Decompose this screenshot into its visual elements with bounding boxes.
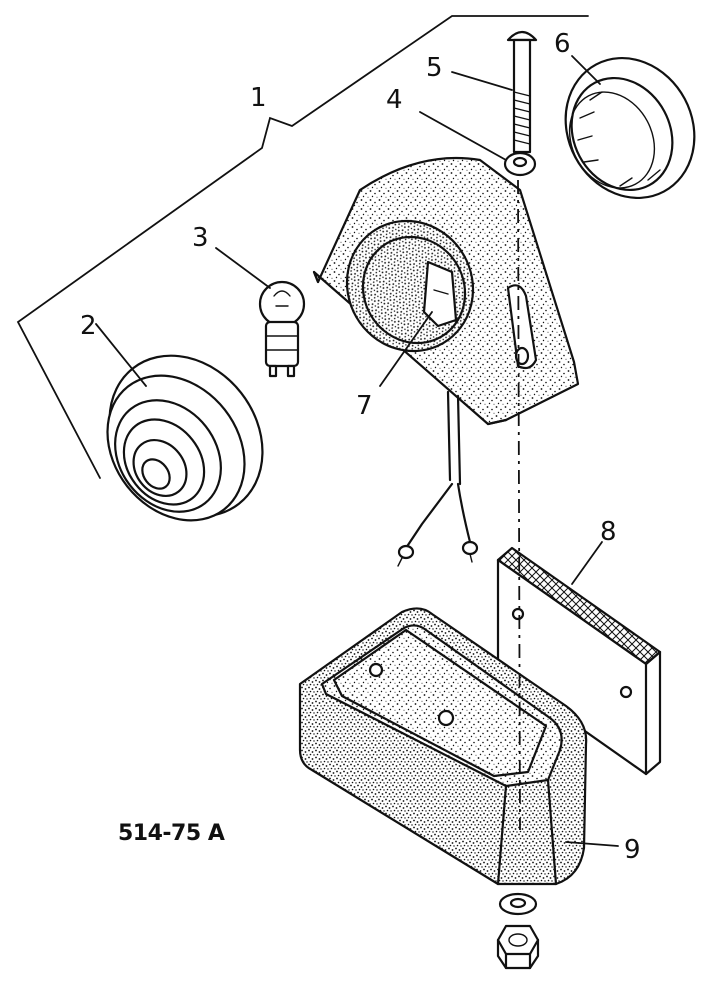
base-washer <box>498 892 538 916</box>
callout-7: 7 <box>356 391 373 421</box>
figure-reference: 514-75 A <box>118 821 225 846</box>
callout-1: 1 <box>250 83 267 113</box>
assembly-axis-line <box>517 179 521 831</box>
part-9-base <box>298 607 588 886</box>
base-nut <box>496 924 540 970</box>
callout-2: 2 <box>80 311 97 341</box>
callout-6: 6 <box>554 29 571 59</box>
callout-9: 9 <box>624 835 641 865</box>
callout-3: 3 <box>192 223 209 253</box>
part-8-reflector <box>496 546 662 776</box>
callout-5: 5 <box>426 53 443 83</box>
wiring-cable <box>397 390 479 567</box>
part-5-bolt <box>506 30 538 154</box>
leader-lines <box>95 55 619 847</box>
callout-4: 4 <box>386 85 403 115</box>
part-4-washer <box>503 151 537 177</box>
part-6-lens-ring <box>564 56 696 200</box>
lamp-housing <box>312 156 580 426</box>
part-3-bulb <box>258 280 306 378</box>
part-2-lens-cap <box>106 354 264 522</box>
callout-8: 8 <box>600 517 617 547</box>
callout-labels: 1 2 3 4 5 6 7 8 9 <box>80 29 641 865</box>
assembly-bracket <box>16 15 589 479</box>
